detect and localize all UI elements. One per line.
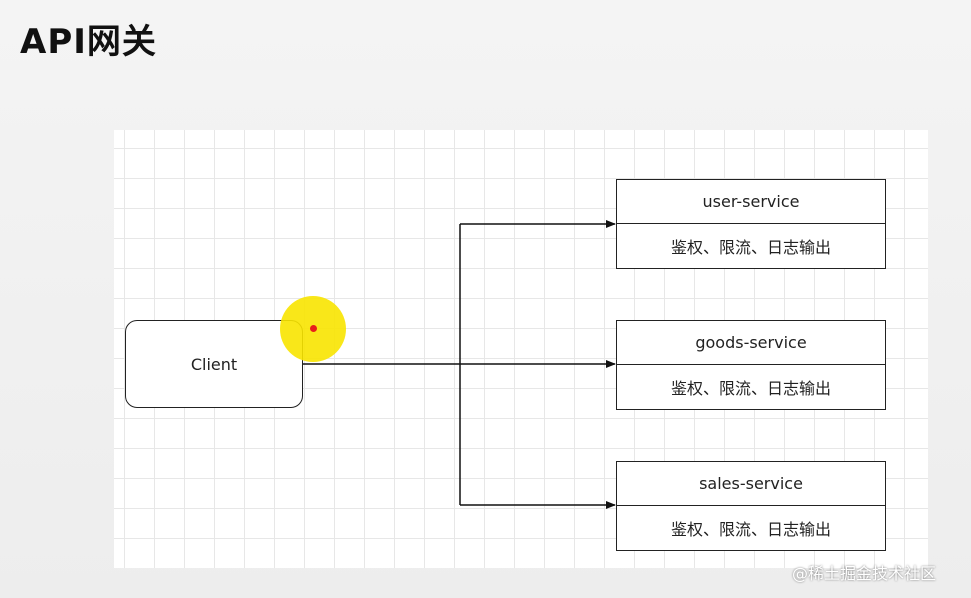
service-name: user-service xyxy=(617,180,885,224)
sales-service-node: sales-service 鉴权、限流、日志输出 xyxy=(616,461,886,551)
watermark: @稀土掘金技术社区 xyxy=(792,564,937,583)
service-name: sales-service xyxy=(617,462,885,506)
service-features: 鉴权、限流、日志输出 xyxy=(670,520,831,539)
user-service-node: user-service 鉴权、限流、日志输出 xyxy=(616,179,886,269)
slide-title: API网关 xyxy=(20,22,157,62)
cursor-pointer-icon xyxy=(310,325,317,332)
service-name: goods-service xyxy=(617,321,885,365)
goods-service-node: goods-service 鉴权、限流、日志输出 xyxy=(616,320,886,410)
service-features: 鉴权、限流、日志输出 xyxy=(670,238,831,257)
service-features: 鉴权、限流、日志输出 xyxy=(670,379,831,398)
client-node: Client xyxy=(125,320,303,408)
client-label: Client xyxy=(190,354,238,374)
